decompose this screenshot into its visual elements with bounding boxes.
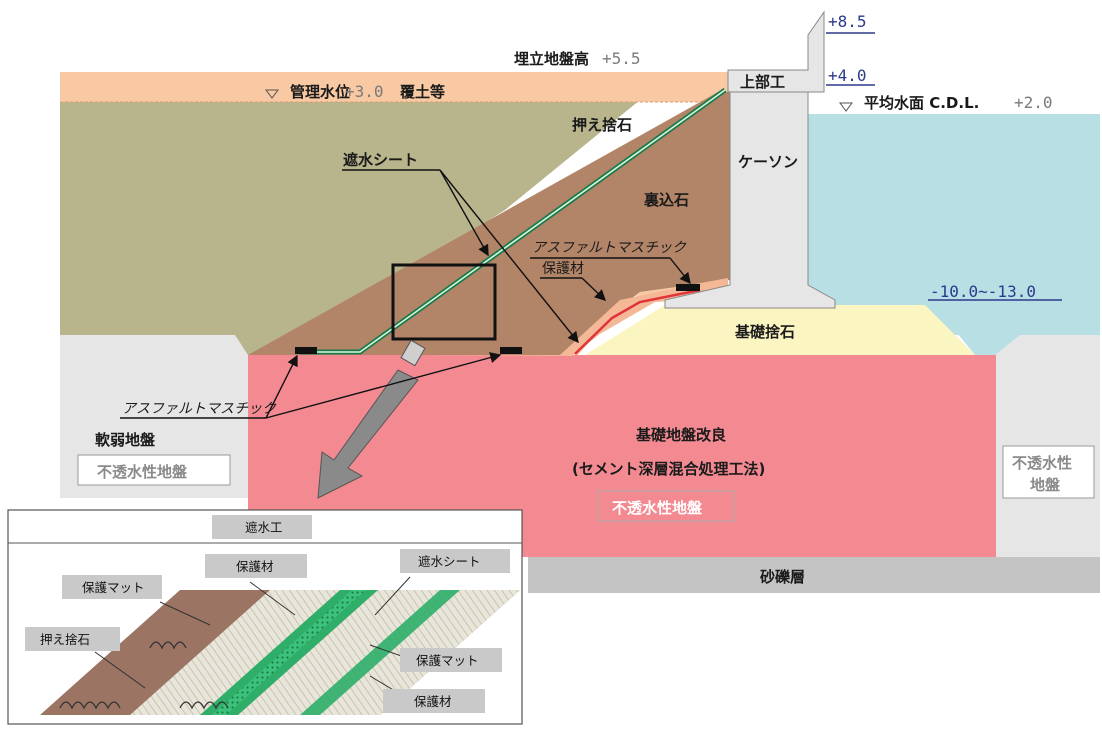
label-reclaim-height: 埋立地盤高 bbox=[514, 50, 589, 68]
detail-frame bbox=[391, 263, 497, 341]
asphalt-mastic-right bbox=[676, 284, 700, 291]
label-barrier-sheet: 遮水シート bbox=[343, 151, 418, 169]
label-gravel-layer: 砂礫層 bbox=[760, 568, 805, 586]
label-impermeable-left: 不透水性地盤 bbox=[97, 463, 188, 481]
reclaim-fill bbox=[60, 100, 640, 355]
label-asphalt-lower: アスファルトマスチック bbox=[122, 401, 277, 417]
label-foundation-rubble: 基礎捨石 bbox=[734, 323, 795, 341]
inset-protective-material-bottom: 保護材 bbox=[414, 694, 452, 709]
sea bbox=[808, 114, 1100, 335]
label-reclaim-value: +5.5 bbox=[602, 49, 641, 68]
inset-detail: 遮水工 保護材 遮水シート 保護マット 押え捨石 保護マット 保護材 bbox=[7, 509, 523, 725]
inset-holding-rubble: 押え捨石 bbox=[40, 632, 90, 647]
label-impermeable-center: 不透水性地盤 bbox=[612, 499, 703, 517]
foundation-rubble bbox=[585, 305, 975, 355]
label-asphalt-upper: アスファルトマスチック bbox=[532, 240, 687, 256]
label-holding-rubble: 押え捨石 bbox=[572, 116, 632, 134]
asphalt-mastic-mid bbox=[500, 347, 522, 354]
red-sheet-line bbox=[574, 288, 701, 355]
label-soft-ground: 軟弱地盤 bbox=[95, 431, 156, 449]
inset-sheet: 遮水シート bbox=[418, 554, 481, 569]
leader-lines bbox=[120, 32, 1062, 419]
label-top-value: +8.5 bbox=[828, 12, 867, 31]
label-impermeable-right-1: 不透水性 bbox=[1012, 454, 1072, 472]
label-protective-material: 保護材 bbox=[542, 261, 584, 277]
cover-soil bbox=[60, 72, 728, 102]
inset-protective-mat-left: 保護マット bbox=[82, 580, 145, 595]
caisson bbox=[664, 91, 836, 309]
label-upper-work-value: +4.0 bbox=[828, 66, 867, 85]
holding-rubble-area bbox=[248, 92, 730, 355]
label-mean-water-value: +2.0 bbox=[1014, 93, 1053, 112]
impermeable-left-box bbox=[77, 454, 231, 486]
mean-water-marker bbox=[839, 102, 853, 112]
asphalt-mastic-left bbox=[295, 347, 317, 354]
impermeable-right-box bbox=[1002, 445, 1095, 499]
label-ground-improvement: 基礎地盤改良 bbox=[635, 426, 726, 444]
detail-arrow bbox=[317, 339, 426, 499]
gravel-layer bbox=[528, 557, 1100, 593]
label-impermeable-right-2: 地盤 bbox=[1030, 476, 1061, 494]
inset-protective-mat-right: 保護マット bbox=[416, 653, 479, 668]
inset-title: 遮水工 bbox=[245, 520, 283, 535]
label-managed-water: 管理水位 bbox=[290, 83, 350, 101]
label-seabed-depth: -10.0~-13.0 bbox=[930, 282, 1036, 301]
label-managed-water-value: +3.0 bbox=[345, 82, 384, 101]
label-upper-work: 上部工 bbox=[740, 73, 785, 91]
managed-water-marker bbox=[265, 89, 279, 99]
inset-protective-material-top: 保護材 bbox=[236, 559, 274, 574]
label-backfill: 裏込石 bbox=[643, 191, 689, 209]
label-mean-water: 平均水面 C.D.L. bbox=[864, 94, 979, 112]
label-cover-soil: 覆土等 bbox=[400, 83, 445, 101]
impermeable-center-box bbox=[597, 490, 735, 522]
label-caisson: ケーソン bbox=[738, 153, 798, 171]
label-cement-method: (セメント深層混合処理工法) bbox=[572, 460, 765, 478]
upper-work bbox=[727, 10, 825, 93]
